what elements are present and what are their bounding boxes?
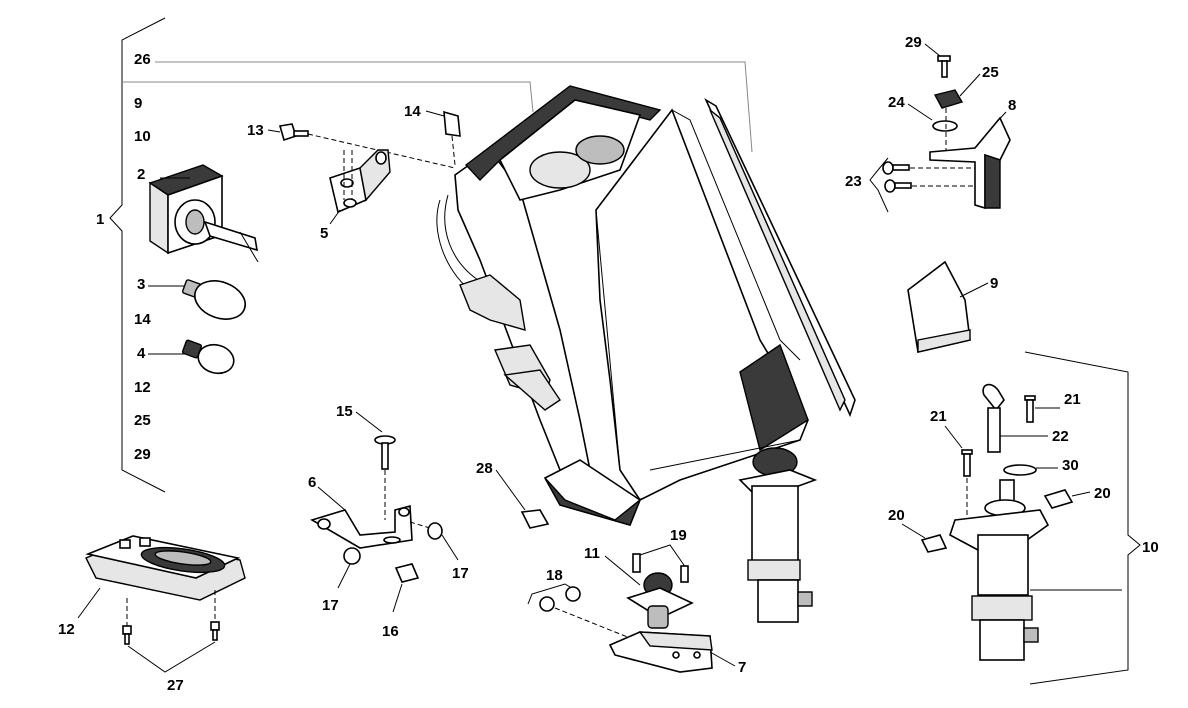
washer-pump-right: 22 21 21 30 20 20: [888, 383, 1122, 661]
ballast-12: 12 27: [58, 535, 246, 694]
clip-28: 28: [476, 460, 550, 529]
bracket-5-screw-13: 13 5: [247, 122, 456, 242]
headlight-housing: [436, 85, 856, 526]
callout-27: 27: [167, 677, 184, 694]
callout-25: 25: [982, 64, 999, 81]
kit-item-10: 10: [134, 128, 151, 145]
callout-18: 18: [546, 567, 563, 584]
callout-1: 1: [96, 211, 104, 228]
callout-12: 12: [58, 621, 75, 638]
callout-20-left: 20: [888, 507, 905, 524]
callout-5: 5: [320, 225, 328, 242]
callout-19: 19: [670, 527, 687, 544]
callout-24: 24: [888, 94, 905, 111]
callout-8: 8: [1008, 97, 1016, 114]
callout-15: 15: [336, 403, 353, 420]
callout-22: 22: [1052, 428, 1069, 445]
callout-21-left: 21: [930, 408, 947, 425]
callout-6: 6: [308, 474, 316, 491]
callout-11: 11: [584, 545, 600, 562]
xenon-bulb-module-2: [148, 164, 259, 263]
kit-item-12: 12: [134, 379, 151, 396]
callout-16: 16: [382, 623, 399, 640]
upper-right-bracket: 29 25 24 8 23: [845, 34, 1016, 213]
callout-10: 10: [1142, 539, 1159, 556]
clip-14: 14: [404, 103, 461, 166]
callout-21-right: 21: [1064, 391, 1081, 408]
callout-26: 26: [134, 51, 151, 68]
callout-13: 13: [247, 122, 264, 139]
callout-30: 30: [1062, 457, 1079, 474]
callout-17-left: 17: [322, 597, 339, 614]
kit-item-29: 29: [134, 446, 151, 463]
callout-23: 23: [845, 173, 862, 190]
cover-9: 9: [907, 260, 998, 353]
leveler-assembly: 11 19 18 7: [527, 527, 746, 676]
kit-item-14: 14: [134, 311, 151, 328]
callout-2: 2: [137, 166, 145, 183]
callout-29: 29: [905, 34, 922, 51]
callout-28: 28: [476, 460, 493, 477]
kit-item-25: 25: [134, 412, 151, 429]
callout-14: 14: [404, 103, 421, 120]
kit-item-9: 9: [134, 95, 142, 112]
callout-4: 4: [137, 345, 146, 362]
callout-7: 7: [738, 659, 746, 676]
bulb-4: [148, 339, 235, 375]
washer-pump-center: [738, 447, 818, 623]
kit-bracket-10: 10: [1024, 351, 1159, 685]
callout-20-right: 20: [1094, 485, 1111, 502]
callout-9: 9: [990, 275, 998, 292]
callout-3: 3: [137, 276, 145, 293]
bulb-3: [148, 279, 246, 320]
kit-bracket-1: 1: [96, 17, 166, 493]
bracket-6-assembly: 15 6 17 17 16: [308, 403, 469, 640]
callout-17-right: 17: [452, 565, 469, 582]
